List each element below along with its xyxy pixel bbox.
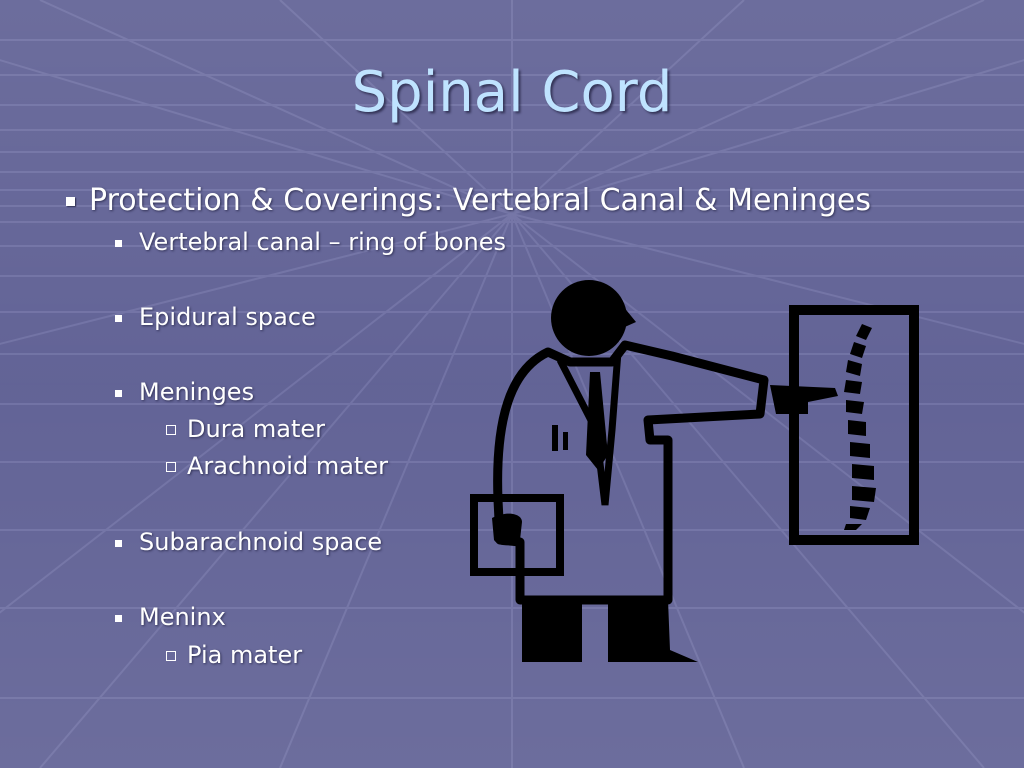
bullet-item-vertebral-canal: Vertebral canal – ring of bones (115, 228, 506, 256)
square-bullet-icon (115, 614, 122, 622)
square-bullet-icon (115, 389, 122, 397)
bullet-item-dura-mater: Dura mater (166, 415, 325, 443)
square-bullet-icon (115, 239, 122, 247)
bullet-item-meninges: Meninges (115, 378, 254, 406)
doctor-pointing-at-spine-xray-icon (470, 280, 919, 662)
hollow-square-bullet-icon (166, 425, 176, 435)
bullet-item-protection: Protection & Coverings: Vertebral Canal … (66, 183, 871, 218)
hollow-square-bullet-icon (166, 462, 176, 472)
bullet-item-epidural-space: Epidural space (115, 303, 316, 331)
bullet-item-meninx: Meninx (115, 603, 226, 631)
square-bullet-icon (115, 539, 122, 547)
bullet-item-pia-mater: Pia mater (166, 641, 302, 669)
square-bullet-icon (115, 314, 122, 322)
bullet-item-arachnoid-mater: Arachnoid mater (166, 452, 388, 480)
bullet-item-subarachnoid-space: Subarachnoid space (115, 528, 382, 556)
slide-title: Spinal Cord (351, 60, 673, 125)
hollow-square-bullet-icon (166, 651, 176, 661)
square-bullet-icon (66, 197, 75, 206)
